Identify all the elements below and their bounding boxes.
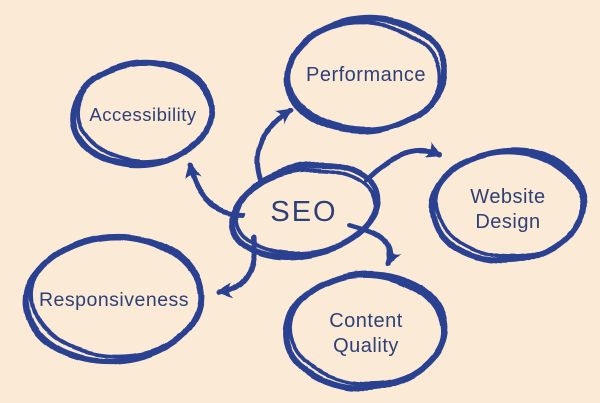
node-website-design-label-line1: Website: [470, 186, 545, 208]
seo-center-label: SEO: [270, 196, 337, 228]
node-accessibility-label: Accessibility: [89, 104, 196, 125]
node-performance-label: Performance: [306, 64, 426, 86]
arrow-seo-to-responsiveness: [216, 234, 257, 299]
node-performance-circle: [284, 15, 448, 135]
node-website-design-label-line2: Design: [475, 211, 540, 233]
node-content-quality-label-line2: Quality: [333, 335, 399, 357]
arrow-seo-to-content-quality: [346, 222, 401, 266]
node-responsiveness-label: Responsiveness: [39, 289, 189, 311]
arrow-seo-to-performance: [254, 106, 294, 186]
node-accessibility-circle: [69, 59, 215, 169]
node-content-quality-label-line1: Content: [329, 310, 403, 332]
seo-center-circle: [229, 162, 381, 260]
arrow-seo-to-accessibility: [184, 163, 246, 217]
node-responsiveness-circle: [24, 233, 204, 365]
node-content-quality-circle: [284, 270, 448, 392]
arrow-seo-to-website-design: [363, 142, 444, 184]
node-website-design-circle: [429, 147, 587, 265]
